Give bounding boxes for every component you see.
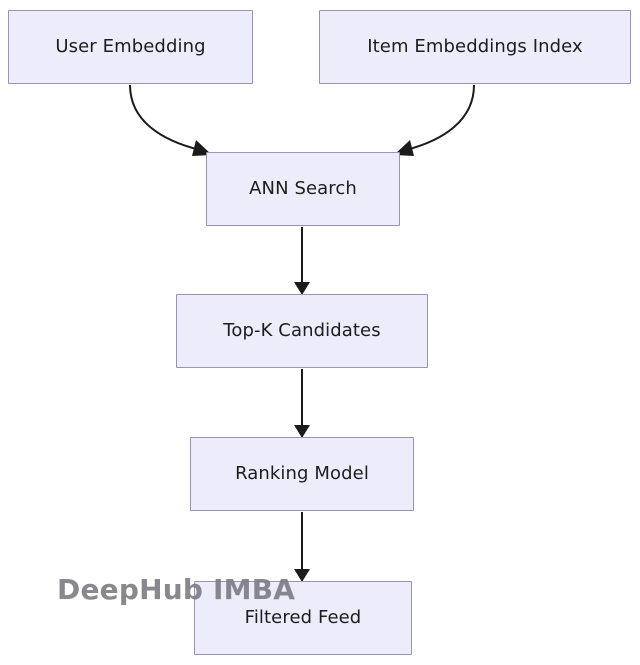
watermark-text: DeepHub IMBA [57, 573, 296, 606]
edge-user-embedding-to-ann-search [129, 84, 212, 156]
node-user-embedding[interactable]: User Embedding [8, 10, 253, 84]
edge-ranking-model-to-filtered-feed [294, 512, 310, 582]
node-label: Top-K Candidates [223, 320, 381, 341]
node-label: Filtered Feed [244, 607, 362, 628]
node-ann-search[interactable]: ANN Search [206, 152, 400, 226]
node-label: Item Embeddings Index [367, 36, 583, 57]
node-item-embeddings-index[interactable]: Item Embeddings Index [319, 10, 631, 84]
edge-topk-to-ranking-model [294, 369, 310, 438]
node-label: Ranking Model [235, 463, 369, 484]
node-filtered-feed[interactable]: Filtered Feed [194, 581, 412, 655]
edge-item-index-to-ann-search [394, 84, 475, 156]
node-topk-candidates[interactable]: Top-K Candidates [176, 294, 428, 368]
edge-ann-search-to-topk [294, 227, 310, 295]
node-label: User Embedding [55, 36, 206, 57]
node-ranking-model[interactable]: Ranking Model [190, 437, 414, 511]
node-label: ANN Search [249, 178, 357, 199]
